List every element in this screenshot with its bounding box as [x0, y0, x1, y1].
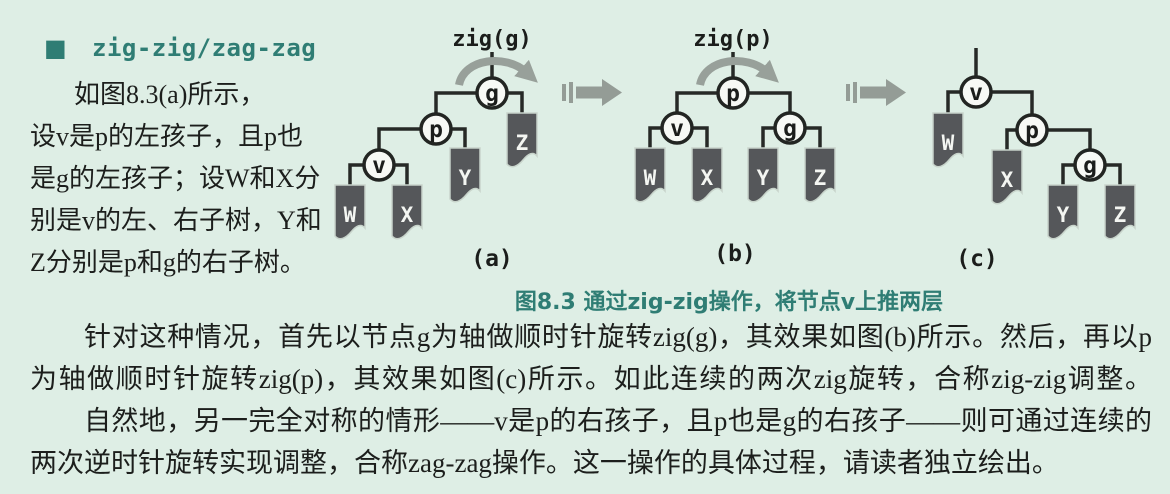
diagram-caption: (c)	[956, 246, 998, 272]
tree-node-label: g	[1083, 153, 1097, 179]
tree-node-circle	[1015, 113, 1049, 147]
tree-node-label: p	[429, 117, 443, 143]
tree-edge	[946, 90, 961, 113]
body-line: 为轴做顺时针旋转zig(p)，其效果如图(c)所示。如此连续的两次zig旋转，合…	[30, 364, 1152, 394]
body-line: 针对这种情况，首先以节点g为轴做顺时针旋转zig(g)，其效果如图(b)所示。然…	[84, 322, 1152, 352]
subtree-label: W	[942, 131, 955, 155]
tree-node-circle	[660, 111, 694, 145]
intro-paragraph: 如图8.3(a)所示， 设v是p的左孩子，且p也 是g的左孩子；设W和X分 别是…	[30, 74, 350, 284]
tree-edge	[377, 127, 421, 150]
clockwise-rotation-arrow-icon	[696, 57, 779, 87]
tree-node-label: g	[485, 81, 499, 107]
subtree-label: Y	[757, 166, 770, 190]
tree-edge	[805, 126, 822, 148]
subtree-label: X	[401, 203, 414, 227]
subtree-label: Z	[516, 131, 529, 155]
figure-caption: 图8.3 通过zig-zig操作，将节点v上推两层	[514, 290, 944, 315]
fast-forward-arrow-icon	[562, 79, 622, 106]
tree-edge	[507, 91, 524, 113]
tree-node-label: p	[1025, 118, 1039, 144]
tree-edge	[1105, 163, 1122, 185]
subtree-label: Y	[459, 166, 472, 190]
tree-edge	[451, 127, 467, 148]
tree-node-label: p	[726, 81, 740, 107]
figure-8-3: zig(g) W X Y Z g p v (a)	[334, 27, 1136, 272]
tree-diagram-c: W X Y Z v p g (c)	[932, 48, 1136, 272]
tree-node-label: v	[372, 153, 386, 179]
subtree-label: X	[701, 166, 714, 190]
subtree-label: W	[644, 166, 657, 190]
tree-node-circle	[959, 75, 993, 109]
tree-edge	[434, 91, 477, 114]
tree-edge	[991, 90, 1034, 115]
tree-node-circle	[475, 76, 509, 110]
tree-edge	[1047, 128, 1092, 150]
fast-forward-arrow-icon	[846, 79, 906, 106]
tree-edge	[394, 163, 409, 185]
intro-line: 别是v的左、右子树，Y和	[30, 206, 322, 235]
tree-edge	[692, 126, 709, 148]
tree-node-circle	[1073, 148, 1107, 182]
tree-node-label: v	[670, 116, 684, 142]
section-bullet-icon: ■	[44, 34, 67, 62]
tree-edge	[648, 126, 662, 148]
intro-line: 是g的左孩子；设W和X分	[30, 164, 321, 193]
body-line: 两次逆时针旋转实现调整，合称zag-zag操作。这一操作的具体过程，请读者独立绘…	[30, 448, 1059, 478]
subtree-label: X	[1001, 168, 1014, 192]
intro-line: Z分别是p和g的右子树。	[30, 248, 306, 277]
diagram-caption: (a)	[471, 246, 513, 272]
subtree-label: Y	[1057, 203, 1070, 227]
tree-edge	[748, 91, 792, 113]
subtree-label: Z	[1114, 203, 1127, 227]
tree-node-circle	[773, 111, 807, 145]
intro-line: 设v是p的左孩子，且p也	[30, 122, 304, 151]
body-line: 自然地，另一完全对称的情形——v是p的右孩子，且p也是g的右孩子——则可通过连续…	[84, 406, 1152, 436]
rotation-operation-label: zig(g)	[452, 27, 531, 52]
tree-edge	[348, 163, 364, 185]
tree-diagram-a: zig(g) W X Y Z g p v (a)	[334, 27, 538, 272]
subtree-label: W	[344, 203, 357, 227]
tree-edge	[675, 91, 718, 113]
tree-node-label: v	[969, 80, 983, 106]
tree-node-circle	[419, 112, 453, 146]
diagram-caption: (b)	[714, 241, 756, 267]
rotation-operation-label: zig(p)	[693, 27, 772, 52]
tree-edge	[1061, 163, 1075, 185]
intro-line: 如图8.3(a)所示，	[74, 80, 266, 109]
tree-node-circle	[362, 148, 396, 182]
tree-node-label: g	[783, 116, 797, 142]
subtree-label: Z	[814, 166, 827, 190]
tree-diagram-b: zig(p) W X Y Z p v g (b)	[634, 27, 836, 267]
clockwise-rotation-arrow-icon	[455, 57, 538, 87]
tree-edge	[761, 126, 775, 148]
section-title: zig-zig/zag-zag	[92, 34, 317, 62]
body-paragraphs: 针对这种情况，首先以节点g为轴做顺时针旋转zig(g)，其效果如图(b)所示。然…	[30, 316, 1152, 484]
tree-edge	[1005, 128, 1017, 150]
tree-node-circle	[716, 76, 750, 110]
